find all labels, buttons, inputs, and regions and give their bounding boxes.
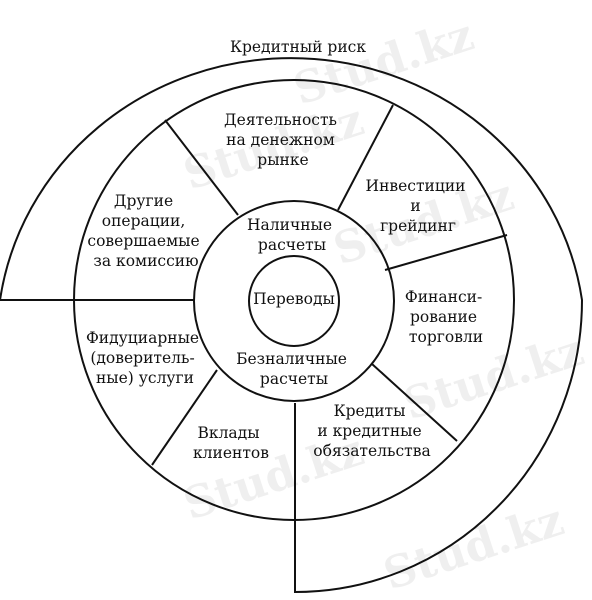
- label-line: Наличные: [247, 216, 332, 234]
- label-line: и кредитные: [317, 422, 421, 440]
- segment-deposits: Вклады клиентов: [193, 424, 269, 462]
- label-line: клиентов: [193, 444, 269, 462]
- divider-trade-credit: [371, 363, 458, 442]
- label-line: расчеты: [260, 370, 328, 388]
- divider-money-right: [337, 104, 394, 211]
- label-line: Деятельность: [224, 111, 337, 129]
- label-line: Инвестиции: [366, 177, 466, 195]
- divider-deposit-fiduciary: [151, 369, 218, 466]
- label-line: Безналичные: [236, 350, 347, 368]
- segment-trade-finance: Финанси- рование торговли: [405, 288, 487, 346]
- label-line: рование: [410, 308, 477, 326]
- segment-investments: Инвестиции и грейдинг: [366, 177, 471, 235]
- divider-invest-trade: [384, 234, 508, 271]
- outer-label: Кредитный риск: [230, 38, 366, 56]
- watermark: Stud.kz: [378, 495, 570, 600]
- label-line: Другие: [114, 192, 173, 210]
- segment-credits: Кредиты и кредитные обязательства: [313, 402, 430, 460]
- label-line: (доверитель-: [90, 349, 194, 367]
- cashless-settlement-label: Безналичные расчеты: [236, 350, 352, 388]
- label-line: торговли: [409, 328, 483, 346]
- label-line: на денежном: [226, 131, 335, 149]
- label-line: обязательства: [313, 442, 430, 460]
- segment-fiduciary: Фидуциарные (доверитель- ные) услуги: [86, 329, 204, 387]
- outer-spiral: [0, 57, 584, 594]
- segment-other-operations: Другие операции, совершаемые за комиссию: [87, 192, 204, 270]
- label-line: рынке: [257, 151, 308, 169]
- label-line: совершаемые: [87, 232, 199, 250]
- label-line: ные) услуги: [96, 369, 194, 387]
- label-line: Финанси-: [405, 288, 482, 306]
- label-line: Вклады: [198, 424, 260, 442]
- center-label: Переводы: [253, 290, 335, 308]
- divider-money-left: [164, 119, 239, 216]
- cash-settlement-label: Наличные расчеты: [247, 216, 337, 254]
- label-line: Кредиты: [334, 402, 406, 420]
- label-line: расчеты: [258, 236, 326, 254]
- label-line: грейдинг: [380, 217, 456, 235]
- segment-dividers: [0, 104, 508, 520]
- label-line: Фидуциарные: [86, 329, 199, 347]
- label-line: за комиссию: [93, 252, 198, 270]
- label-line: и: [410, 197, 420, 215]
- label-line: операции,: [102, 212, 186, 230]
- segment-money-market: Деятельность на денежном рынке: [224, 111, 342, 169]
- center-circle: [248, 255, 340, 347]
